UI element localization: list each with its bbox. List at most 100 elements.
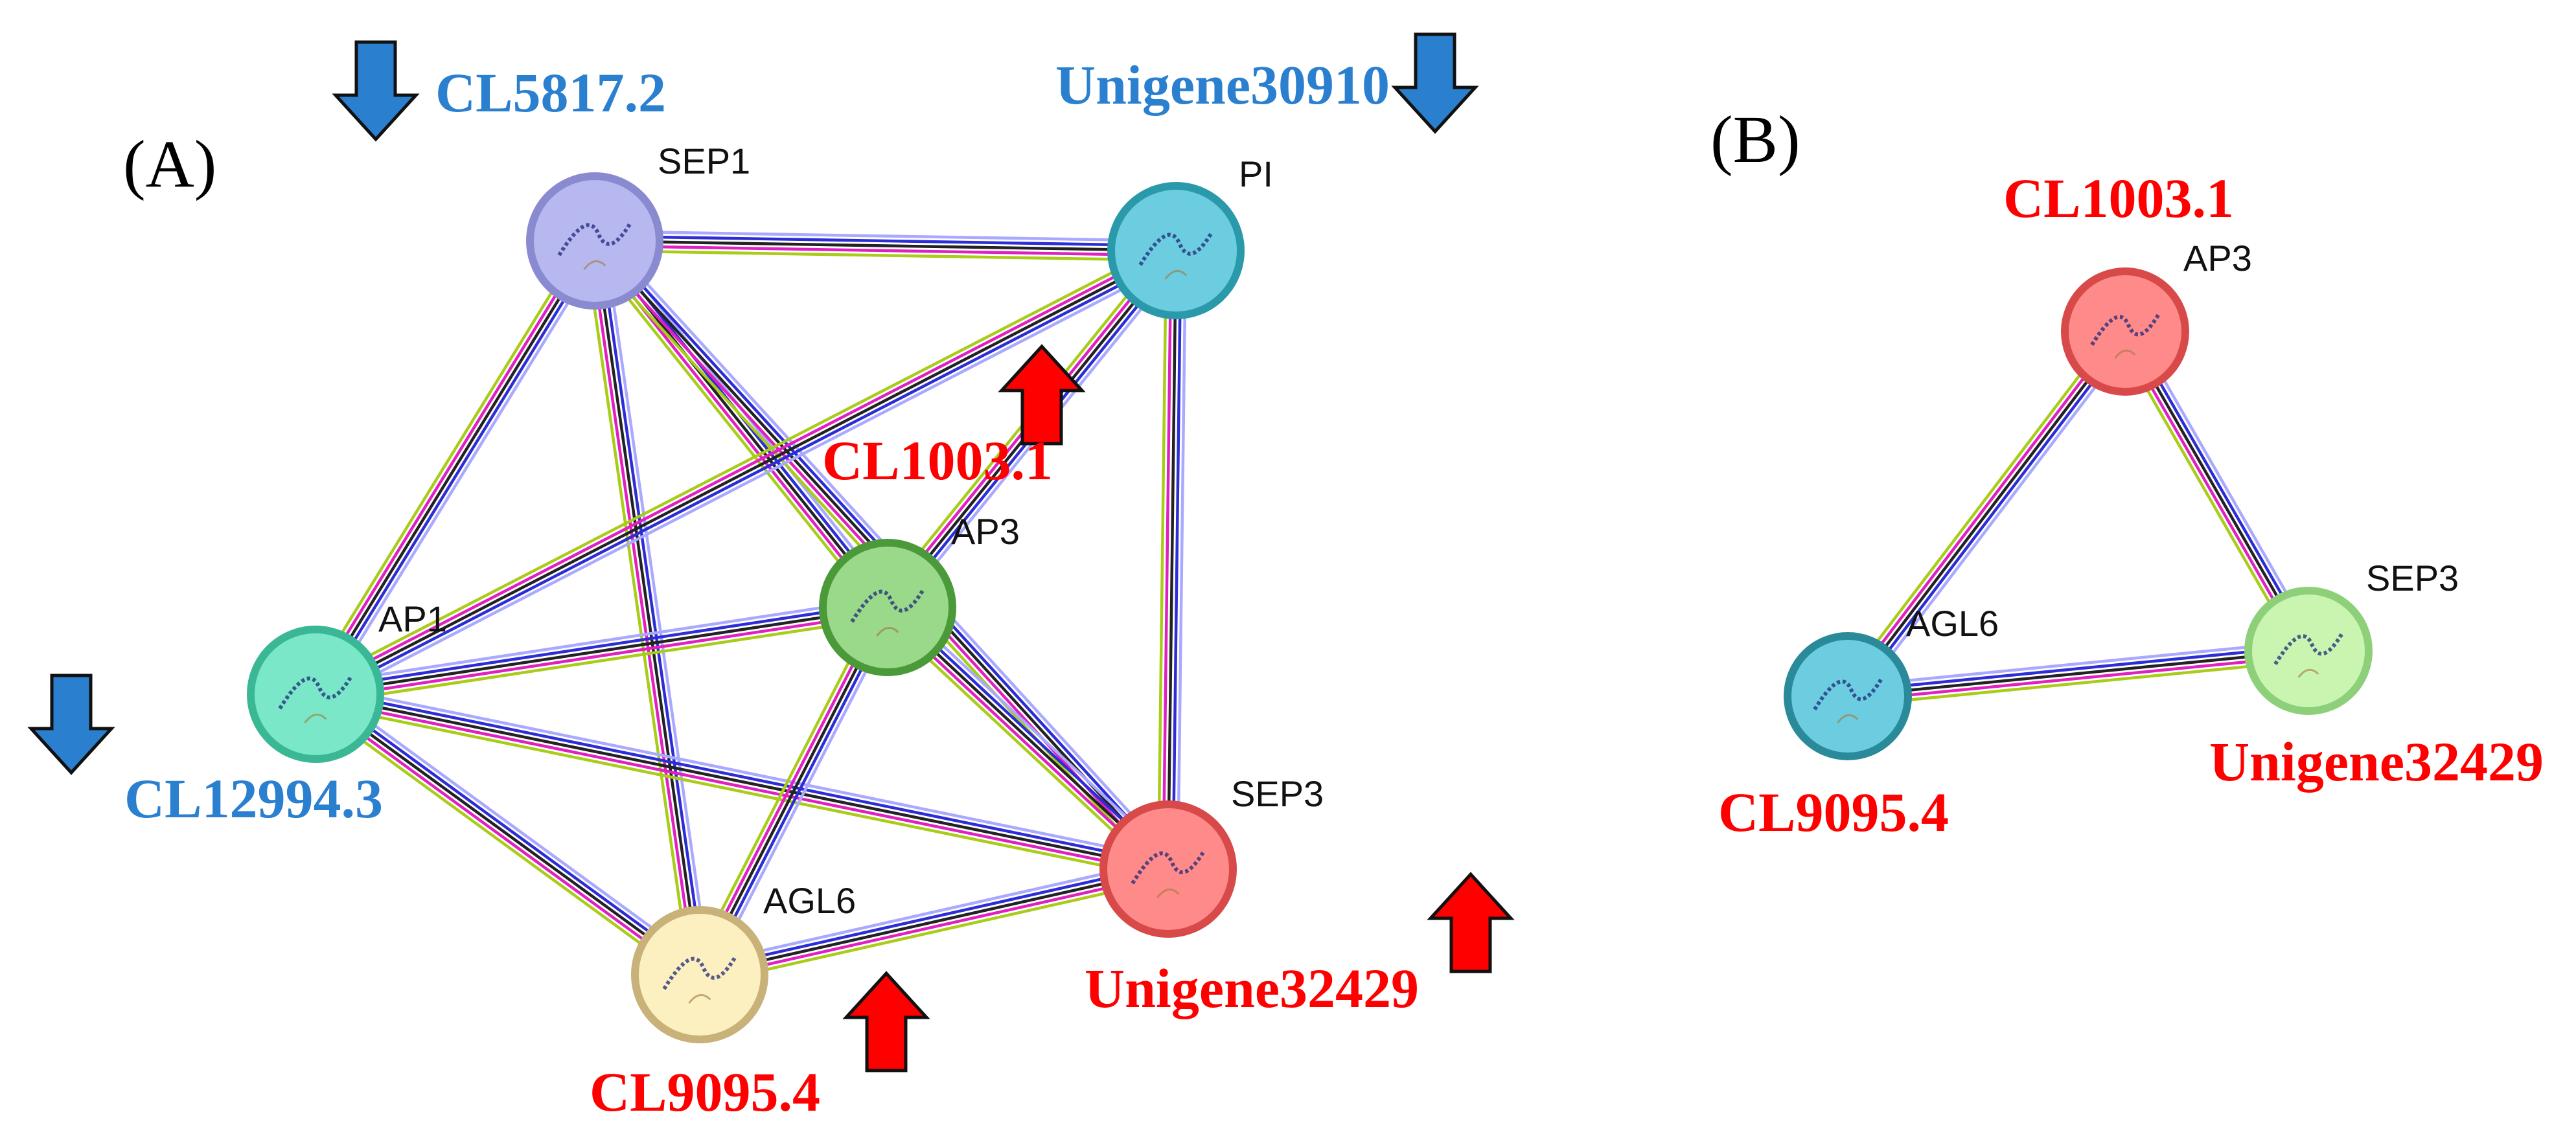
node-b-ap3[interactable] xyxy=(2061,267,2189,396)
edge-channel xyxy=(594,249,1176,262)
edge-channel xyxy=(694,604,885,973)
protein-loop-icon xyxy=(2114,349,2136,359)
protein-loop-icon xyxy=(583,260,606,270)
protein-loop-icon xyxy=(1156,889,1180,898)
node-a-ap3[interactable] xyxy=(819,539,956,676)
gene-id-label: Unigene30910 xyxy=(1055,54,1390,116)
gene-id-label: CL9095.4 xyxy=(1718,781,1949,843)
node-a-sep1[interactable] xyxy=(526,172,663,310)
edge-channel xyxy=(1846,330,2126,697)
node-a-pi[interactable] xyxy=(1107,182,1245,319)
text-layer: (A) (B) SEP1CL5817.2PIUnigene30910AP3CL1… xyxy=(123,54,2544,1123)
protein-loop-icon xyxy=(1837,714,1859,723)
edge-a-sep1-pi xyxy=(594,229,1177,262)
protein-loop-icon xyxy=(876,627,899,637)
edge-channel xyxy=(603,239,711,974)
protein-structure-icon xyxy=(2273,633,2343,666)
node-b-agl6[interactable] xyxy=(1784,632,1912,760)
edge-channel xyxy=(598,240,706,975)
edge-channel xyxy=(313,702,1167,880)
panel-b-label: (B) xyxy=(1710,102,1800,177)
edge-channel xyxy=(1854,336,2134,703)
edge-channel xyxy=(310,240,1173,687)
edge-channel xyxy=(317,253,1179,700)
edge-channel xyxy=(314,596,887,686)
protein-structure-icon xyxy=(850,588,925,623)
edge-a-agl6-sep3 xyxy=(697,858,1171,986)
protein-node-circle[interactable] xyxy=(2244,587,2373,715)
edge-channel xyxy=(1848,659,2310,708)
node-a-ap1[interactable] xyxy=(247,626,384,763)
panel-a-label: (A) xyxy=(123,127,216,201)
edge-channel xyxy=(318,242,601,698)
edge-channel xyxy=(308,701,695,984)
edge-channel xyxy=(698,606,890,976)
edge-channel xyxy=(1848,654,2309,703)
edge-channel xyxy=(583,242,692,977)
protein-node-circle[interactable] xyxy=(819,539,956,676)
edge-a-ap3-agl6 xyxy=(689,602,898,980)
edge-channel xyxy=(314,697,1167,876)
protein-structure-icon xyxy=(278,675,353,710)
edge-channel xyxy=(588,241,696,976)
protein-node-circle[interactable] xyxy=(2061,267,2189,396)
edge-channel xyxy=(316,688,1169,866)
node-b-sep3[interactable] xyxy=(2244,587,2373,715)
edge-channel xyxy=(595,234,1177,247)
protein-node-circle[interactable] xyxy=(247,626,384,763)
gene-id-label: Unigene32429 xyxy=(1085,957,1419,1019)
protein-structure-icon xyxy=(1131,850,1206,885)
edge-a-pi-sep3 xyxy=(1156,250,1188,870)
protein-structure-icon xyxy=(2090,313,2160,346)
down-arrow-icon xyxy=(332,40,420,142)
edge-channel xyxy=(316,615,890,706)
edge-channel xyxy=(707,611,898,980)
edge-channel xyxy=(1846,639,2308,688)
node-a-agl6[interactable] xyxy=(631,906,768,1043)
protein-node-circle[interactable] xyxy=(1784,632,1912,760)
edge-channel xyxy=(698,863,1167,971)
protein-node-circle[interactable] xyxy=(1107,182,1245,319)
edge-channel xyxy=(312,697,698,980)
protein-loop-icon xyxy=(1164,270,1188,280)
nodes-layer xyxy=(247,172,2373,1043)
edge-channel xyxy=(316,611,889,701)
protein-label: SEP3 xyxy=(2366,558,2459,598)
protein-node-circle[interactable] xyxy=(1099,800,1237,938)
edge-channel xyxy=(320,685,707,968)
edge-channel xyxy=(315,606,888,696)
gene-id-label: CL9095.4 xyxy=(590,1061,820,1123)
edge-a-sep1-ap1 xyxy=(306,234,604,701)
protein-node-circle[interactable] xyxy=(631,906,768,1043)
edge-channel xyxy=(319,258,1181,705)
edge-b-agl6-sep3 xyxy=(1846,639,2310,708)
edge-channel xyxy=(699,867,1169,977)
edge-channel xyxy=(310,237,592,693)
up-arrow-icon xyxy=(998,344,1086,446)
edge-channel xyxy=(595,229,1177,243)
down-arrow-icon xyxy=(27,674,115,775)
edge-a-ap1-sep3 xyxy=(313,683,1171,880)
gene-id-label: CL1003.1 xyxy=(2003,167,2234,229)
edge-channel xyxy=(594,244,1176,257)
edge-channel xyxy=(317,683,1171,861)
edge-a-ap1-ap3 xyxy=(314,596,890,706)
edge-channel xyxy=(702,609,893,978)
node-a-sep3[interactable] xyxy=(1099,800,1237,938)
protein-label: AP1 xyxy=(378,598,447,639)
edge-channel xyxy=(1171,251,1182,870)
edge-channel xyxy=(314,601,888,691)
protein-node-circle[interactable] xyxy=(526,172,663,310)
protein-loop-icon xyxy=(688,994,711,1004)
protein-structure-icon xyxy=(1813,678,1883,711)
protein-structure-icon xyxy=(662,955,737,990)
edges-layer xyxy=(306,229,2318,986)
edge-channel xyxy=(689,602,880,971)
gene-id-label: CL1003.1 xyxy=(822,429,1053,492)
edge-channel xyxy=(314,240,596,696)
edge-a-ap1-agl6 xyxy=(308,685,707,984)
edge-channel xyxy=(1839,324,2119,692)
edge-channel xyxy=(594,239,1177,253)
edge-channel xyxy=(306,234,588,690)
edge-channel xyxy=(314,693,701,976)
